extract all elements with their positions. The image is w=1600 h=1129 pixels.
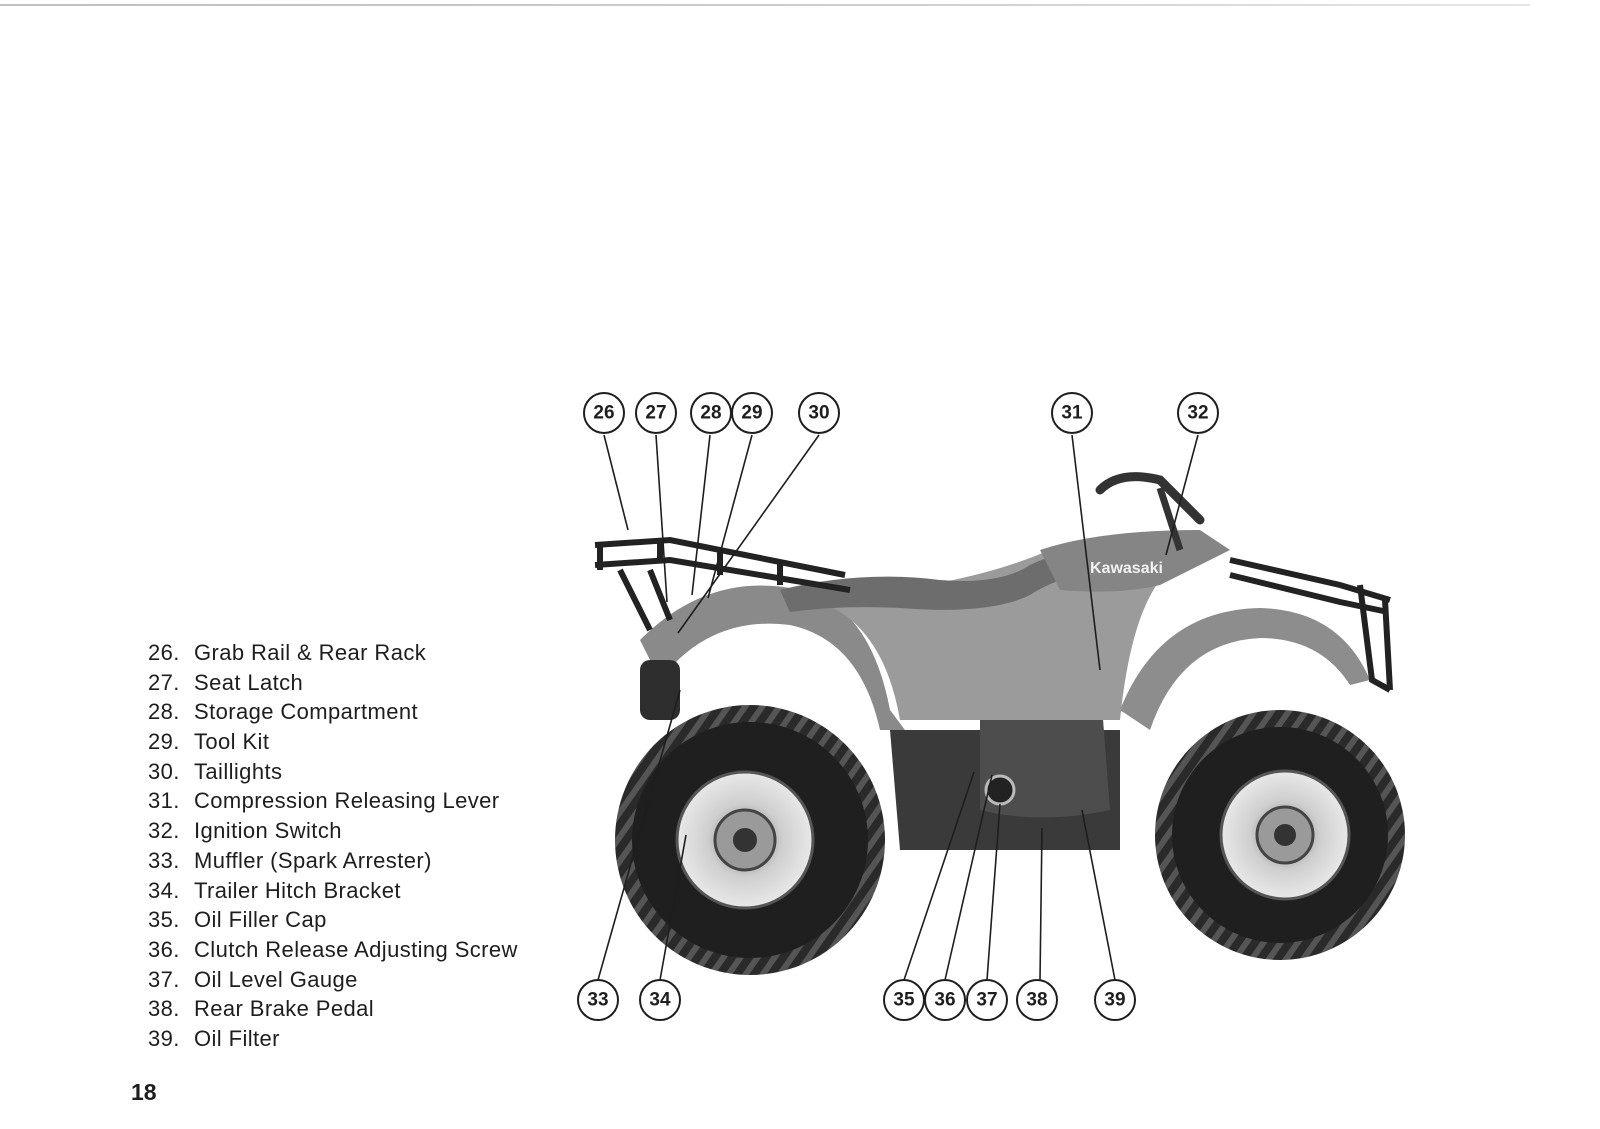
atv-illustration: Kawasaki bbox=[594, 472, 1405, 975]
rear-wheel bbox=[615, 705, 885, 975]
legend-number: 33. bbox=[148, 847, 180, 873]
legend-number: 30. bbox=[148, 758, 180, 784]
legend-item: 35. Oil Filler Cap bbox=[148, 905, 518, 935]
legend-label: Taillights bbox=[194, 758, 283, 784]
svg-text:28: 28 bbox=[700, 403, 721, 424]
legend-number: 34. bbox=[148, 877, 180, 903]
svg-text:38: 38 bbox=[1026, 990, 1047, 1011]
legend-number: 32. bbox=[148, 818, 180, 844]
leader-line-33 bbox=[597, 689, 681, 981]
legend-label: Muffler (Spark Arrester) bbox=[194, 847, 432, 873]
legend-item: 27. Seat Latch bbox=[148, 668, 518, 698]
legend-label: Grab Rail & Rear Rack bbox=[194, 640, 427, 665]
svg-text:30: 30 bbox=[808, 403, 829, 424]
leader-line-27 bbox=[655, 434, 668, 603]
legend-item: 37. Oil Level Gauge bbox=[148, 965, 518, 995]
callout-27: 27 bbox=[635, 392, 677, 434]
legend-item: 38. Rear Brake Pedal bbox=[148, 994, 518, 1024]
legend-number: 37. bbox=[148, 966, 180, 992]
svg-text:36: 36 bbox=[934, 990, 955, 1011]
legend-item: 26. Grab Rail & Rear Rack bbox=[148, 638, 518, 668]
callout-33: 33 bbox=[577, 979, 619, 1021]
legend-number: 39. bbox=[148, 1025, 180, 1051]
legend-number: 27. bbox=[148, 669, 180, 695]
legend-number: 35. bbox=[148, 907, 180, 933]
svg-text:39: 39 bbox=[1104, 990, 1125, 1011]
callout-32: 32 bbox=[1177, 392, 1219, 434]
callout-31: 31 bbox=[1051, 392, 1093, 434]
legend-label: Tool Kit bbox=[194, 729, 270, 755]
svg-text:34: 34 bbox=[649, 990, 671, 1011]
callout-28: 28 bbox=[690, 392, 732, 434]
top-rule bbox=[0, 4, 1530, 6]
callout-26: 26 bbox=[583, 392, 625, 434]
legend-item: 31. Compression Releasing Lever bbox=[148, 786, 518, 816]
callout-38: 38 bbox=[1016, 979, 1058, 1021]
legend-number: 38. bbox=[148, 996, 180, 1022]
legend-label: Rear Brake Pedal bbox=[194, 996, 375, 1022]
legend-label: Oil Level Gauge bbox=[194, 966, 358, 992]
svg-text:35: 35 bbox=[893, 990, 915, 1011]
legend-label: Oil Filter bbox=[194, 1025, 280, 1051]
legend-number: 28. bbox=[148, 699, 180, 725]
svg-text:26: 26 bbox=[593, 403, 614, 424]
svg-text:33: 33 bbox=[587, 990, 608, 1011]
legend-item: 29. Tool Kit bbox=[148, 727, 518, 757]
legend-item: 34. Trailer Hitch Bracket bbox=[148, 876, 518, 906]
front-wheel bbox=[1155, 710, 1405, 960]
legend-label: Oil Filler Cap bbox=[194, 907, 327, 933]
callout-36: 36 bbox=[924, 979, 966, 1021]
legend-item: 36. Clutch Release Adjusting Screw bbox=[148, 935, 518, 965]
callout-30: 30 bbox=[798, 392, 840, 434]
legend-item: 32. Ignition Switch bbox=[148, 816, 518, 846]
legend-number: 26. bbox=[148, 640, 180, 665]
leader-line-35 bbox=[903, 771, 975, 981]
svg-text:27: 27 bbox=[645, 403, 666, 424]
legend-label: Storage Compartment bbox=[194, 699, 419, 725]
callout-29: 29 bbox=[731, 392, 773, 434]
callouts: 26 27 28 29 30 31 32 33 34 35 36 37 38 3… bbox=[577, 392, 1219, 1021]
leader-line-38 bbox=[1039, 827, 1043, 981]
svg-text:37: 37 bbox=[976, 990, 997, 1011]
legend-number: 36. bbox=[148, 936, 180, 962]
callout-34: 34 bbox=[639, 979, 681, 1021]
legend-number: 31. bbox=[148, 788, 180, 814]
svg-text:32: 32 bbox=[1187, 403, 1208, 424]
page-number: 18 bbox=[131, 1079, 157, 1105]
svg-text:31: 31 bbox=[1061, 403, 1083, 424]
svg-text:29: 29 bbox=[741, 403, 762, 424]
leader-line-39 bbox=[1081, 809, 1116, 981]
legend-item: 28. Storage Compartment bbox=[148, 697, 518, 727]
legend-item: 30. Taillights bbox=[148, 757, 518, 787]
leader-line-30 bbox=[677, 434, 820, 634]
legend-label: Clutch Release Adjusting Screw bbox=[194, 936, 518, 962]
legend-number: 29. bbox=[148, 729, 180, 755]
atv-figure: Kawasaki bbox=[577, 392, 1405, 1021]
brand-decal: Kawasaki bbox=[1090, 560, 1163, 577]
leader-line-32 bbox=[1165, 434, 1199, 556]
leader-line-28 bbox=[691, 434, 711, 596]
leader-line-34 bbox=[659, 834, 687, 981]
legend-label: Trailer Hitch Bracket bbox=[194, 877, 401, 903]
leader-line-26 bbox=[603, 434, 629, 531]
legend-item: 33. Muffler (Spark Arrester) bbox=[148, 846, 518, 876]
callout-39: 39 bbox=[1094, 979, 1136, 1021]
leader-line-37 bbox=[986, 803, 1001, 981]
parts-legend: 26. Grab Rail & Rear Rack 27. Seat Latch 2… bbox=[148, 638, 518, 1054]
leader-line-36 bbox=[944, 774, 993, 981]
legend-label: Ignition Switch bbox=[194, 818, 342, 844]
leader-lines bbox=[597, 434, 1199, 981]
rear-rack bbox=[594, 536, 851, 632]
leader-line-31 bbox=[1071, 434, 1101, 671]
legend-item: 39. Oil Filter bbox=[148, 1024, 518, 1054]
front-rack bbox=[1229, 557, 1393, 693]
callout-37: 37 bbox=[966, 979, 1008, 1021]
callout-35: 35 bbox=[883, 979, 925, 1021]
legend-label: Compression Releasing Lever bbox=[194, 788, 500, 814]
legend-label: Seat Latch bbox=[194, 669, 304, 695]
leader-line-29 bbox=[707, 434, 753, 599]
